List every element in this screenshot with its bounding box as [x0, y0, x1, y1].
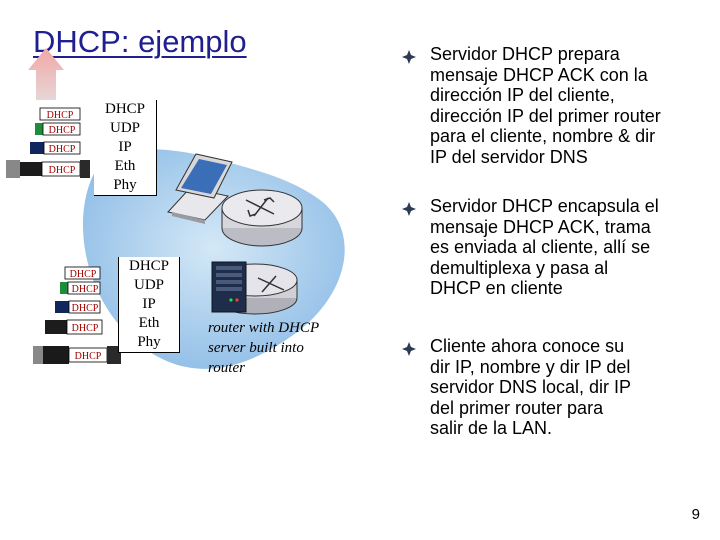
- client-protocol-stack: DHCP UDP IP Eth Phy: [94, 100, 157, 196]
- diamond-bullet-icon: [402, 50, 416, 64]
- server-packet-eth: DHCP: [45, 319, 103, 335]
- laptop-icon: [167, 153, 233, 224]
- server-packet-stack: DHCP DHCP DHCP DHCP DHCP: [33, 266, 121, 364]
- layer-eth: Eth: [138, 315, 160, 331]
- layer-phy: Phy: [137, 334, 161, 350]
- layer-eth: Eth: [114, 158, 136, 174]
- layer-ip: IP: [142, 296, 156, 312]
- server-packet-dhcp: DHCP: [64, 266, 101, 280]
- packet-label: DHCP: [72, 284, 99, 295]
- caption-line: router: [208, 360, 245, 376]
- client-packet-eth: DHCP: [20, 161, 81, 177]
- server-packet-ip: DHCP: [55, 300, 101, 314]
- caption-line: server built into: [208, 340, 304, 356]
- client-packet-udp: DHCP: [35, 122, 81, 136]
- client-packet-phy: [6, 160, 90, 178]
- diamond-bullet-icon: [402, 202, 416, 216]
- layer-dhcp: DHCP: [128, 258, 169, 274]
- network-diagram: DHCP DHCP DHCP DHCP: [6, 48, 345, 369]
- server-protocol-stack: DHCP UDP IP Eth Phy: [118, 257, 180, 353]
- packet-label: DHCP: [70, 269, 97, 280]
- layer-ip: IP: [118, 139, 132, 155]
- packet-label: DHCP: [72, 303, 99, 314]
- server-packet-phy: DHCP: [33, 346, 121, 364]
- packet-label: DHCP: [49, 125, 76, 136]
- packet-label: DHCP: [72, 323, 99, 334]
- router-caption: router with DHCP server built into route…: [208, 318, 358, 378]
- layer-phy: Phy: [113, 177, 137, 193]
- diamond-bullet-icon: [402, 342, 416, 356]
- server-packet-udp: DHCP: [60, 281, 101, 295]
- packet-label: DHCP: [75, 351, 102, 362]
- router-icon: [221, 189, 303, 247]
- client-packet-stack: DHCP DHCP DHCP DHCP: [6, 107, 90, 178]
- layer-udp: UDP: [133, 277, 164, 293]
- packet-label: DHCP: [49, 144, 76, 155]
- client-packet-ip: DHCP: [30, 141, 81, 155]
- slide-title: DHCP: ejemplo: [33, 24, 247, 59]
- packet-up-arrow-icon: [28, 48, 64, 100]
- layer-udp: UDP: [109, 120, 140, 136]
- page-number: 9: [691, 506, 700, 523]
- packet-label: DHCP: [47, 110, 74, 121]
- caption-line: router with DHCP: [208, 320, 320, 336]
- packet-label: DHCP: [49, 165, 76, 176]
- layer-dhcp: DHCP: [104, 101, 145, 117]
- server-tower-icon: [211, 261, 247, 313]
- client-packet-dhcp: DHCP: [39, 107, 81, 121]
